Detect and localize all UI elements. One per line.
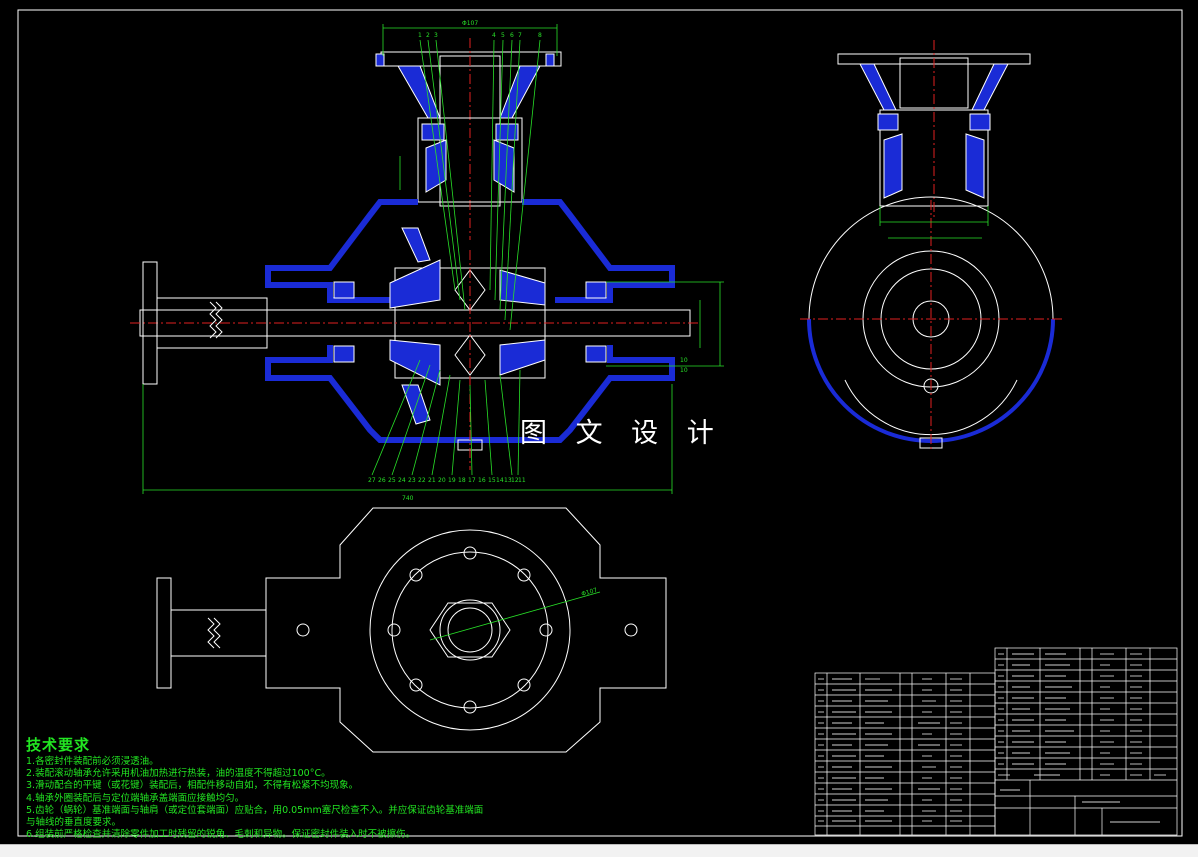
- balloons-bottom: 27 26 25 24 23 22 21 20 19 18 17 16 15 1…: [368, 477, 526, 484]
- balloon-label: 14: [496, 477, 504, 484]
- tech-requirements-title: 技术要求: [26, 736, 91, 754]
- tech-requirement-line: 1.各密封件装配前必须浸透油。: [26, 756, 159, 767]
- dim-right-1: 10: [680, 357, 688, 364]
- tech-requirement-line: 3.滑动配合的平键（或花键）装配后，相配件移动自如，不得有松紧不均现象。: [26, 780, 359, 792]
- side-view-dimensions: [879, 206, 989, 239]
- balloon-label: 20: [438, 477, 446, 484]
- drawing-frame: [17, 9, 1183, 837]
- tech-requirement-line: 5.齿轮（蜗轮）基准端面与轴肩（或定位套端面）应贴合，用0.05mm塞尺检查不入…: [26, 804, 484, 816]
- balloon-label: 18: [458, 477, 466, 484]
- tech-requirement-line: 6.组装前严格检查并清除零件加工时残留的锐角、毛刺和异物。保证密封件装入时不被擦…: [26, 829, 416, 841]
- balloon-label: 11: [518, 477, 526, 484]
- balloon-label: 22: [418, 477, 426, 484]
- side-section-view: [800, 40, 1062, 450]
- parts-list-table: [814, 647, 1178, 836]
- balloon-label: 17: [468, 477, 476, 484]
- dim-right-2: 10: [680, 367, 688, 374]
- balloon-label: 1: [418, 32, 422, 39]
- balloon-label: 21: [428, 477, 436, 484]
- balloon-label: 27: [368, 477, 376, 484]
- balloon-label: 3: [434, 32, 438, 39]
- balloon-label: 13: [504, 477, 512, 484]
- balloon-label: 4: [492, 32, 496, 39]
- balloon-label: 7: [518, 32, 522, 39]
- front-section-view: [130, 38, 700, 470]
- parts-list-glyphs: [818, 653, 1166, 823]
- balloon-label: 2: [426, 32, 430, 39]
- dim-bolt-circle: Φ107: [581, 587, 599, 598]
- plan-view: [156, 507, 667, 753]
- balloon-label: 25: [388, 477, 396, 484]
- tech-requirement-line: 与轴线的垂直度要求。: [26, 817, 122, 829]
- tech-requirement-line: 4.轴承外圈装配后与定位端轴承盖端面应接触均匀。: [26, 792, 245, 804]
- tech-requirement-line: 2.装配滚动轴承允许采用机油加热进行热装，油的温度不得超过100°C。: [26, 768, 331, 780]
- viewer-status-bar: [0, 844, 1198, 857]
- balloon-label: 5: [501, 32, 505, 39]
- balloons-top: 1 2 3 4 5 6 7 8: [418, 32, 542, 39]
- balloon-label: 8: [538, 32, 542, 39]
- balloon-label: 19: [448, 477, 456, 484]
- balloon-label: 6: [510, 32, 514, 39]
- bolt-circle-leader: [429, 591, 601, 641]
- technical-requirements: 技术要求 1.各密封件装配前必须浸透油。 2.装配滚动轴承允许采用机油加热进行热…: [26, 734, 483, 841]
- dim-top-width: Φ107: [462, 20, 478, 27]
- balloon-label: 24: [398, 477, 406, 484]
- balloon-label: 16: [478, 477, 486, 484]
- balloon-label: 12: [511, 477, 519, 484]
- balloon-label: 15: [488, 477, 496, 484]
- dim-total-length: 740: [402, 495, 414, 502]
- watermark-text: 图 文 设 计: [520, 418, 724, 449]
- balloon-label: 26: [378, 477, 386, 484]
- balloon-label: 23: [408, 477, 416, 484]
- front-view-dimensions: [142, 24, 724, 494]
